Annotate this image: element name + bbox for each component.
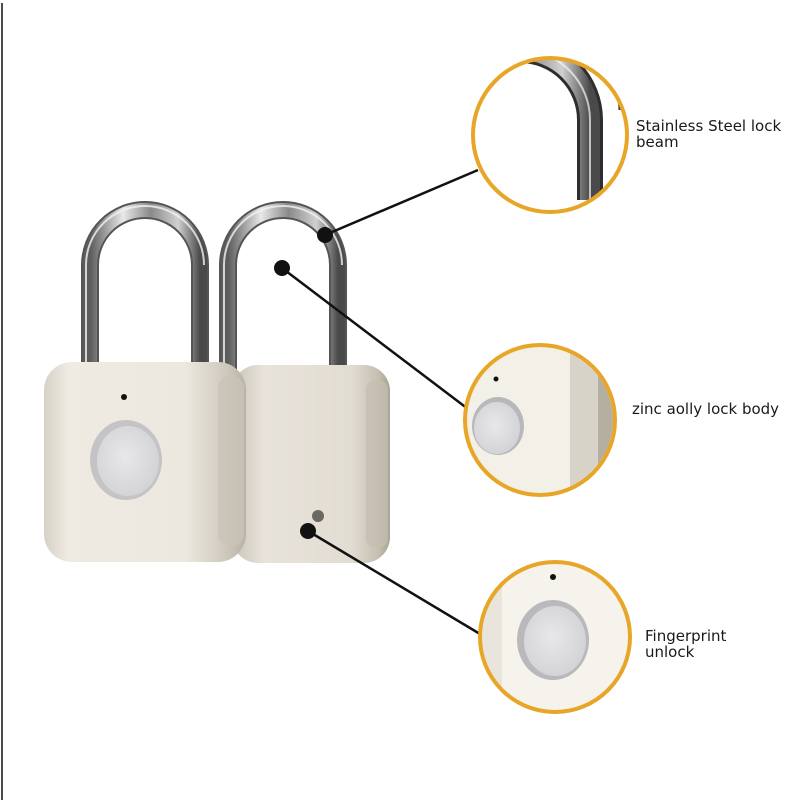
leader-dots — [274, 227, 333, 539]
callout-circle-body — [463, 343, 617, 497]
callout-circle-fingerprint — [478, 560, 632, 714]
callout-label-fingerprint: Fingerprint unlock — [645, 628, 726, 660]
callout-label-body: zinc aolly lock body — [632, 401, 779, 417]
callout-label-line: Fingerprint — [645, 627, 727, 645]
padlock-body-front — [44, 362, 246, 562]
shackle-front — [81, 201, 209, 380]
callout-label-shackle: Stainless Steel lock beam — [636, 118, 781, 150]
padlock-body-back — [232, 365, 390, 563]
shackle-back — [219, 201, 347, 380]
callout-label-line: unlock — [645, 643, 695, 661]
callout-label-line: Stainless Steel lock — [636, 117, 782, 135]
left-edge-border — [1, 3, 3, 800]
callout-circle-shackle — [471, 56, 629, 214]
callout-label-line: zinc aolly lock body — [632, 400, 780, 418]
callout-label-line: beam — [636, 133, 679, 151]
leader-lines — [281, 168, 481, 636]
